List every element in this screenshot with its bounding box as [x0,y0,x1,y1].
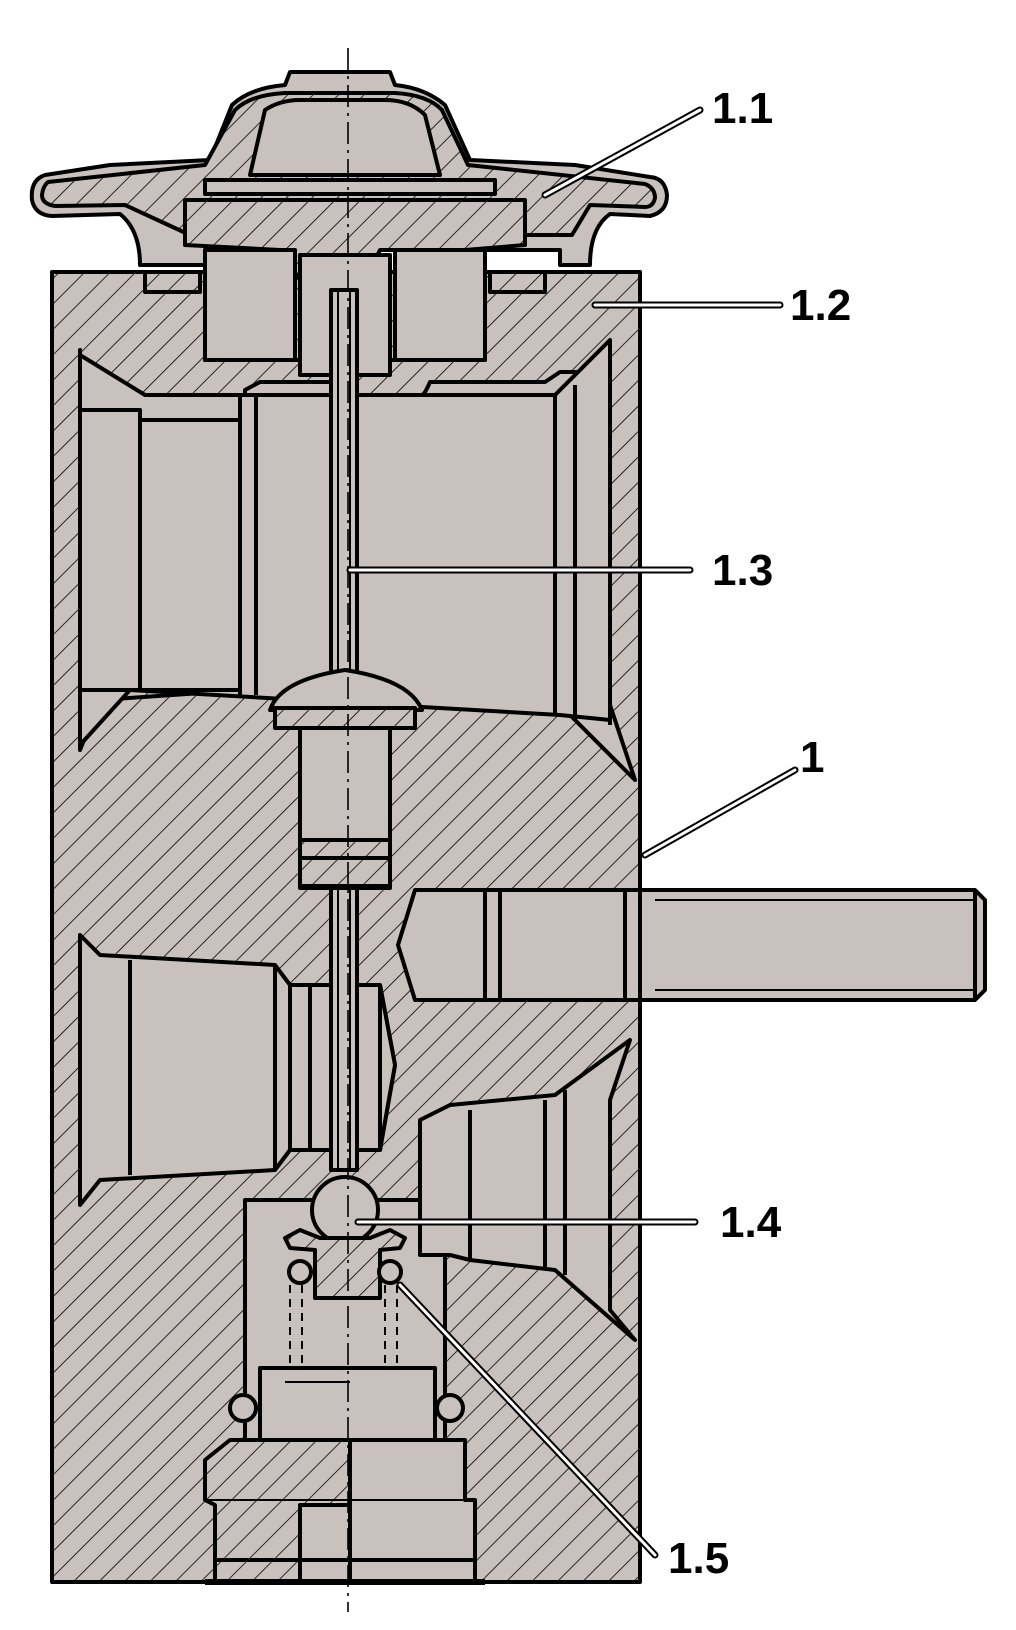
upper-left-bore [78,408,142,692]
label-1.5: 1.5 [668,1534,729,1583]
label-1.2: 1.2 [790,281,851,330]
label-1.3: 1.3 [712,546,773,595]
label-1.1: 1.1 [712,84,773,133]
label-1: 1 [800,733,824,782]
leader-1.1 [541,106,704,199]
ball-holder [283,1228,407,1300]
leader-1.5 [396,1281,659,1559]
label-1.4: 1.4 [720,1198,782,1247]
pin-guide [268,668,424,712]
ball [310,1175,380,1245]
leader-1 [641,766,799,859]
